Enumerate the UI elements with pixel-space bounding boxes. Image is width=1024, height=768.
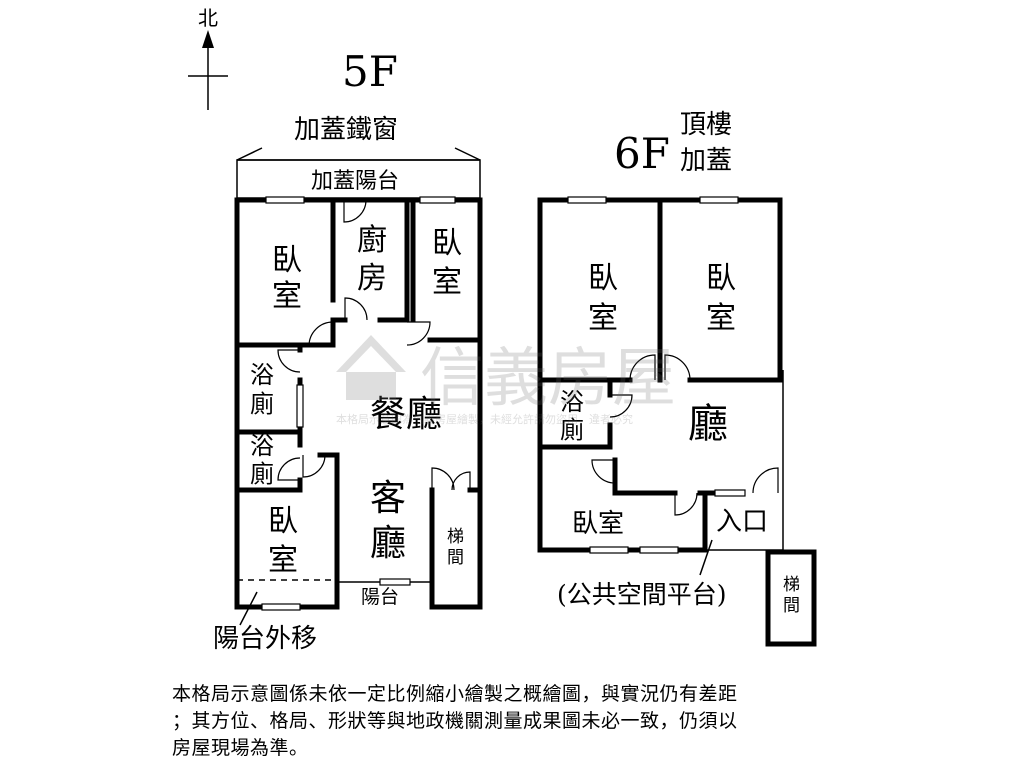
room-bedroom-sw: 臥: [268, 504, 298, 539]
door-entrance: [752, 467, 779, 494]
north-label: 北: [198, 6, 218, 30]
top-balcony-label: 加蓋陽台: [311, 169, 399, 194]
door-stairs-2: [451, 471, 471, 491]
room-bath2: 浴: [250, 432, 274, 460]
room-stairs-2: 間: [447, 548, 464, 568]
room-entrance: 入口: [716, 507, 768, 537]
room-kitchen: 廚: [357, 223, 387, 258]
window-bedroom-e: [699, 196, 739, 204]
door-bath1: [277, 349, 301, 373]
room-bath: 浴: [560, 388, 584, 416]
room-bedroom-e-2: 室: [706, 301, 736, 336]
iron-window-bracket-right: [454, 147, 481, 161]
floor5-title: 5F: [342, 47, 398, 96]
window-bath1: [296, 384, 304, 428]
room-hall: 廳: [688, 401, 728, 447]
iron-window-bracket-left: [236, 147, 263, 161]
window-bedroom-nw: [265, 196, 305, 204]
door-top-balcony: [343, 199, 367, 223]
room-stairs: 梯: [447, 527, 464, 547]
floor6-note-2: 加蓋: [680, 146, 732, 176]
room-bedroom-ne: 臥: [432, 226, 462, 261]
room-bedroom-e: 臥: [706, 261, 736, 296]
door-stairs: [431, 467, 455, 491]
door-bedroom-nw: [308, 321, 334, 347]
door-bath2: [277, 457, 301, 481]
room-living-2: 廳: [370, 523, 406, 564]
window-entrance: [714, 489, 746, 497]
window-bedroom-w: [567, 196, 607, 204]
floor6-title: 6F: [614, 129, 670, 178]
watermark-brand: 信義房屋: [420, 342, 676, 416]
compass: 北: [188, 6, 228, 110]
door-bedroom-ne: [406, 321, 431, 346]
room-balcony-bottom: 陽台: [361, 586, 399, 608]
room-bath2-2: 廁: [250, 460, 274, 488]
bath-walls: [537, 377, 613, 450]
door-living: [302, 454, 326, 478]
watermark-text: 本格局示意圖為信義房屋繪製，未經允許請勿盜用，違者必究: [336, 412, 633, 426]
window-bedroom-s-2: [639, 546, 679, 554]
room-stairs-6f-2: 間: [783, 596, 800, 616]
door-bath: [609, 394, 633, 418]
window-balcony-bottom: [379, 578, 411, 586]
bedroom-ne-walls: [410, 197, 483, 343]
bedroom-s-walls: [612, 457, 715, 496]
floor6-note-1: 頂樓: [680, 110, 732, 140]
public-platform-note: (公共空間平台): [557, 580, 727, 609]
room-bedroom-w-2: 室: [588, 301, 618, 336]
door-kitchen: [344, 297, 368, 321]
room-bedroom-ne-2: 室: [432, 265, 462, 300]
room-dining: 餐廳: [370, 394, 442, 435]
floor6-stairs-box: [765, 549, 817, 647]
room-bath1: 浴: [250, 361, 274, 389]
room-stairs-6f: 梯: [783, 575, 800, 595]
room-bedroom-nw-2: 室: [272, 279, 302, 314]
room-bedroom-nw: 臥: [272, 243, 302, 278]
north-arrow-icon: [202, 30, 214, 48]
floor5-top-note: 加蓋鐵窗: [294, 115, 398, 145]
window-bedroom-ne: [419, 196, 456, 204]
door-bedroom-s-2: [674, 492, 698, 516]
floor-5f: 5F 加蓋鐵窗 加蓋陽台: [213, 47, 483, 654]
door-bedroom-s: [591, 459, 616, 484]
public-platform-leader: [699, 539, 713, 576]
window-bedroom-s-1: [589, 546, 629, 554]
house-logo-icon: [336, 335, 406, 400]
balcony-relocation-leader: [239, 591, 258, 626]
bedroom-nw-walls: [234, 197, 336, 348]
room-bath-2: 廁: [560, 416, 584, 444]
room-kitchen-2: 房: [357, 261, 387, 296]
room-living: 客: [370, 478, 406, 519]
floor-6f: 6F 頂樓 加蓋 臥 室 臥 室 浴 廁 廳 臥室 入口: [537, 110, 817, 647]
kitchen-walls: [330, 197, 410, 323]
room-bedroom-sw-2: 室: [268, 543, 298, 578]
door-bedroom-w: [629, 354, 656, 381]
room-bedroom-s: 臥室: [572, 509, 624, 539]
balcony-relocation-note: 陽台外移: [213, 624, 317, 654]
disclaimer-text: 本格局示意圖係未依一定比例縮小繪製之概繪圖，與實況仍有差距 ；其方位、格局、形狀…: [172, 683, 738, 759]
bath2-walls: [234, 429, 303, 493]
room-bedroom-w: 臥: [588, 261, 618, 296]
window-bedroom-sw: [261, 603, 301, 611]
watermark: 信義房屋 本格局示意圖為信義房屋繪製，未經允許請勿盜用，違者必究: [336, 335, 676, 426]
living-west-wall: [317, 452, 340, 610]
room-bath1-2: 廁: [250, 390, 274, 418]
door-bedroom-e: [664, 354, 691, 381]
stairs-walls: [429, 487, 483, 610]
